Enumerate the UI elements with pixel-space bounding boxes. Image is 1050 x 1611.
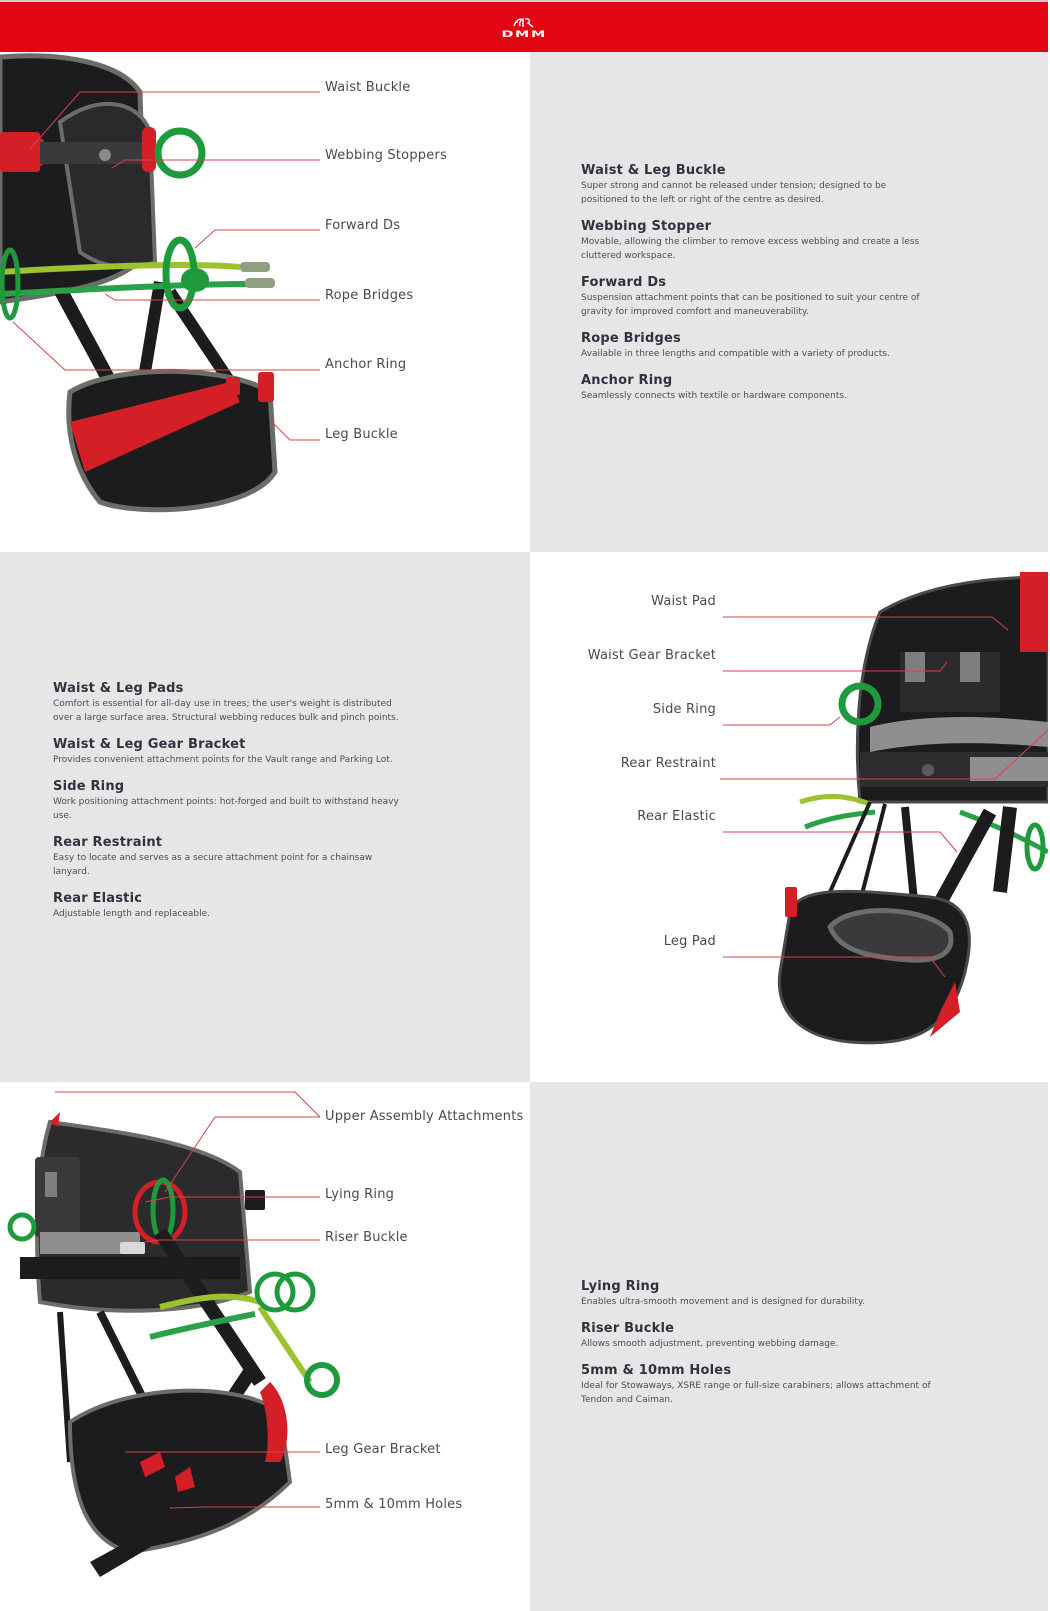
feature-title: 5mm & 10mm Holes (581, 1363, 732, 1378)
feature-description: Easy to locate and serves as a secure at… (53, 853, 373, 877)
harness-side-diagram: Upper Assembly Attachments Lying Ring Ri… (0, 1082, 530, 1611)
feature-title: Rear Restraint (53, 835, 163, 850)
feature-item: Anchor Ring Seamlessly connects with tex… (581, 372, 931, 403)
callout-leg-gear-bracket: Leg Gear Bracket (325, 1442, 441, 1457)
feature-title: Rope Bridges (581, 331, 681, 346)
callout-rear-elastic: Rear Elastic (637, 809, 716, 824)
feature-item: Rear Restraint Easy to locate and serves… (53, 834, 403, 879)
callout-webbing-stoppers: Webbing Stoppers (325, 148, 447, 163)
feature-title: Anchor Ring (581, 373, 673, 388)
feature-title: Side Ring (53, 779, 125, 794)
callout-rope-bridges: Rope Bridges (325, 288, 414, 303)
feature-item: Riser Buckle Allows smooth adjustment, p… (581, 1320, 931, 1351)
feature-list: Waist & Leg Pads Comfort is essential fo… (53, 680, 403, 932)
callout-holes: 5mm & 10mm Holes (325, 1497, 463, 1512)
feature-description: Adjustable length and replaceable. (53, 909, 210, 919)
feature-description: Super strong and cannot be released unde… (581, 181, 887, 205)
feature-description: Movable, allowing the climber to remove … (581, 237, 920, 261)
dmm-bird-logo-icon (513, 18, 534, 28)
feature-list: Lying Ring Enables ultra-smooth movement… (581, 1278, 931, 1418)
harness-front-diagram: Waist Buckle Webbing Stoppers Forward Ds… (0, 52, 530, 552)
feature-item: Waist & Leg Buckle Super strong and cann… (581, 162, 931, 207)
feature-description: Allows smooth adjustment, preventing web… (581, 1339, 839, 1349)
feature-description: Work positioning attachment points: hot-… (53, 797, 399, 821)
feature-title: Webbing Stopper (581, 219, 712, 234)
features-panel-2: Waist & Leg Pads Comfort is essential fo… (0, 552, 530, 1082)
harness-side-illustration (7, 1091, 340, 1577)
feature-description: Suspension attachment points that can be… (581, 293, 920, 317)
feature-description: Provides convenient attachment points fo… (53, 755, 393, 765)
feature-list: Waist & Leg Buckle Super strong and cann… (581, 162, 931, 414)
feature-item: Webbing Stopper Movable, allowing the cl… (581, 218, 931, 263)
feature-title: Forward Ds (581, 275, 667, 290)
brand-name: DMM (501, 30, 547, 40)
callout-waist-gear-bracket: Waist Gear Bracket (587, 648, 716, 663)
feature-title: Riser Buckle (581, 1321, 675, 1336)
feature-item: Rear Elastic Adjustable length and repla… (53, 890, 403, 921)
callout-forward-ds: Forward Ds (325, 218, 401, 233)
brand-header: DMM (0, 0, 1048, 52)
feature-item: Side Ring Work positioning attachment po… (53, 778, 403, 823)
callout-leg-buckle: Leg Buckle (325, 427, 398, 442)
harness-rear-illustration (720, 572, 1048, 1045)
feature-item: Lying Ring Enables ultra-smooth movement… (581, 1278, 931, 1309)
dmm-logo[interactable]: DMM (501, 16, 545, 40)
callout-leg-pad: Leg Pad (663, 934, 716, 949)
callout-rear-restraint: Rear Restraint (620, 756, 716, 771)
callout-anchor-ring: Anchor Ring (325, 357, 407, 372)
callout-upper-assembly-attachments: Upper Assembly Attachments (325, 1109, 524, 1124)
callout-riser-buckle: Riser Buckle (325, 1230, 408, 1245)
feature-title: Rear Elastic (53, 891, 143, 906)
feature-title: Waist & Leg Pads (53, 681, 184, 696)
feature-item: Forward Ds Suspension attachment points … (581, 274, 931, 319)
callout-side-ring: Side Ring (652, 702, 716, 717)
harness-front-illustration (0, 53, 320, 513)
callout-waist-pad: Waist Pad (651, 594, 716, 609)
features-panel-1: Waist & Leg Buckle Super strong and cann… (530, 52, 1048, 552)
feature-item: Waist & Leg Gear Bracket Provides conven… (53, 736, 403, 767)
feature-description: Ideal for Stowaways, XSRE range or full-… (581, 1381, 931, 1405)
features-panel-3: Lying Ring Enables ultra-smooth movement… (530, 1082, 1048, 1611)
callout-lying-ring: Lying Ring (325, 1187, 395, 1202)
feature-item: Rope Bridges Available in three lengths … (581, 330, 931, 361)
feature-item: 5mm & 10mm Holes Ideal for Stowaways, XS… (581, 1362, 931, 1407)
feature-description: Available in three lengths and compatibl… (581, 349, 890, 359)
feature-title: Waist & Leg Gear Bracket (53, 737, 246, 752)
feature-description: Enables ultra-smooth movement and is des… (581, 1297, 865, 1307)
harness-rear-diagram: Waist Pad Waist Gear Bracket Side Ring R… (530, 552, 1048, 1082)
feature-title: Lying Ring (581, 1279, 660, 1294)
feature-description: Seamlessly connects with textile or hard… (581, 391, 847, 401)
feature-description: Comfort is essential for all-day use in … (53, 699, 399, 723)
feature-item: Waist & Leg Pads Comfort is essential fo… (53, 680, 403, 725)
feature-title: Waist & Leg Buckle (581, 163, 726, 178)
callout-waist-buckle: Waist Buckle (325, 80, 411, 95)
